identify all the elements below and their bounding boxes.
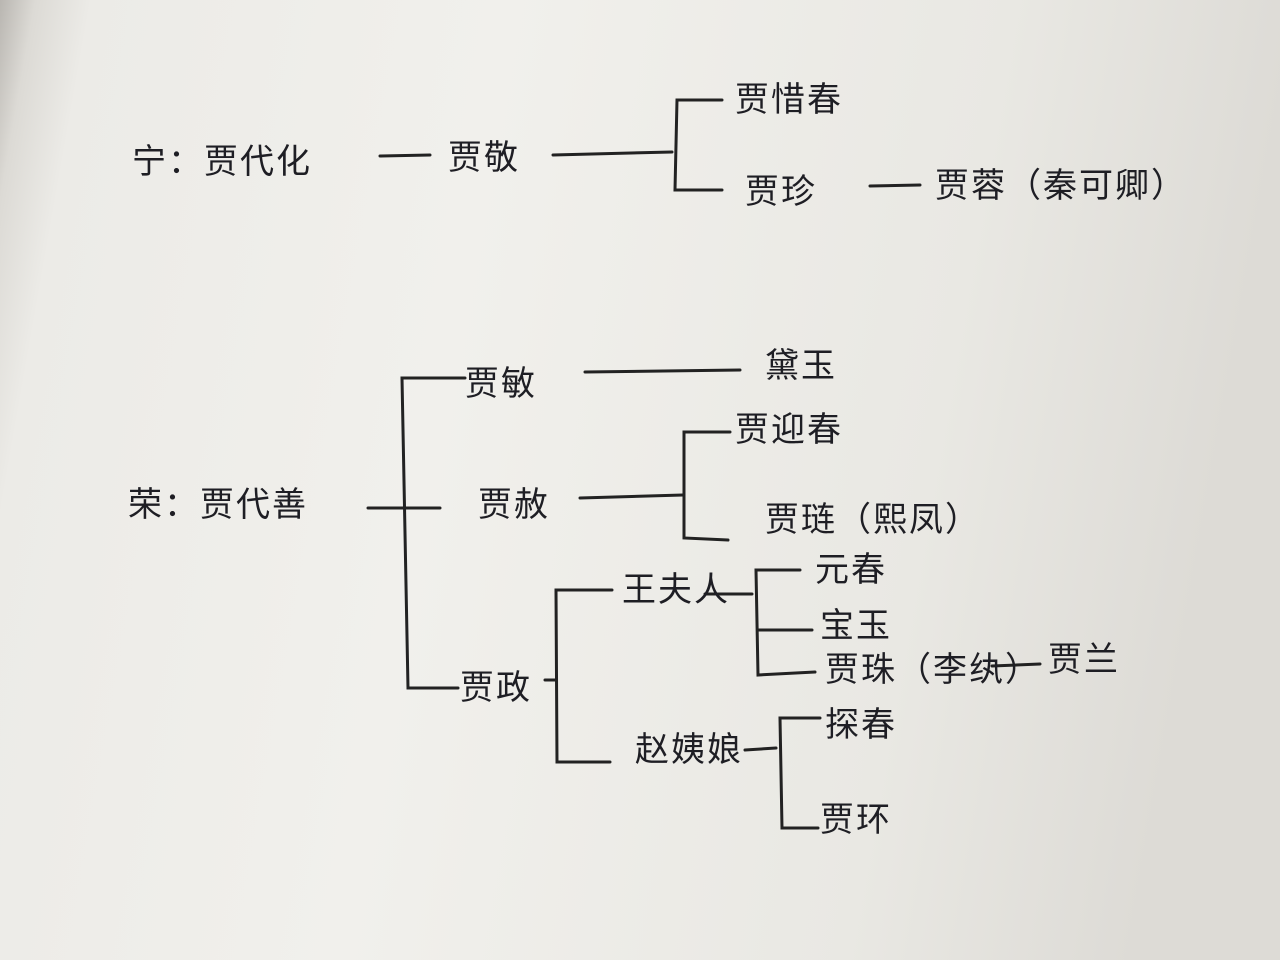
ning-root: 宁：贾代化 [132, 142, 312, 182]
bracket-jing-children [673, 98, 724, 192]
node-baoyu: 宝玉 [820, 606, 892, 646]
node-jia-rong: 贾蓉（秦可卿） [935, 166, 1187, 206]
line-zhu-lan [990, 662, 1042, 668]
node-jia-lan: 贾兰 [1048, 640, 1120, 680]
line-daihua-jing [378, 153, 432, 158]
node-jia-she: 贾赦 [478, 485, 550, 525]
node-jia-yingchun: 贾迎春 [735, 410, 843, 450]
node-yuanchun: 元春 [815, 550, 887, 590]
node-jia-jing: 贾敬 [448, 138, 520, 178]
line-zhen-rong [868, 183, 922, 188]
node-daiyu: 黛玉 [765, 346, 837, 386]
node-jia-lian: 贾琏（熙凤） [765, 500, 981, 540]
node-jia-min: 贾敏 [465, 364, 537, 404]
bracket-she-children [682, 430, 732, 542]
node-jia-zhen: 贾珍 [745, 172, 817, 212]
bracket-wang-children [754, 568, 817, 677]
line-she-bracket [578, 493, 685, 500]
trunk-daishan-children [400, 376, 467, 690]
node-zhao-yiniang: 赵姨娘 [635, 730, 743, 770]
rong-root: 荣：贾代善 [128, 485, 308, 525]
node-jia-xichun: 贾惜春 [735, 80, 843, 120]
node-tanchun: 探春 [825, 705, 897, 745]
line-zhao-bracket [743, 746, 778, 752]
bracket-zheng-wives [554, 588, 614, 764]
line-jing-bracket [551, 150, 674, 157]
node-wang-furen: 王夫人 [622, 570, 730, 610]
node-jia-zhu: 贾珠（李纨） [825, 650, 1041, 690]
bracket-zhao-children [778, 716, 822, 830]
node-jia-huan: 贾环 [820, 800, 892, 840]
node-jia-zheng: 贾政 [460, 668, 532, 708]
line-min-daiyu [583, 368, 742, 374]
